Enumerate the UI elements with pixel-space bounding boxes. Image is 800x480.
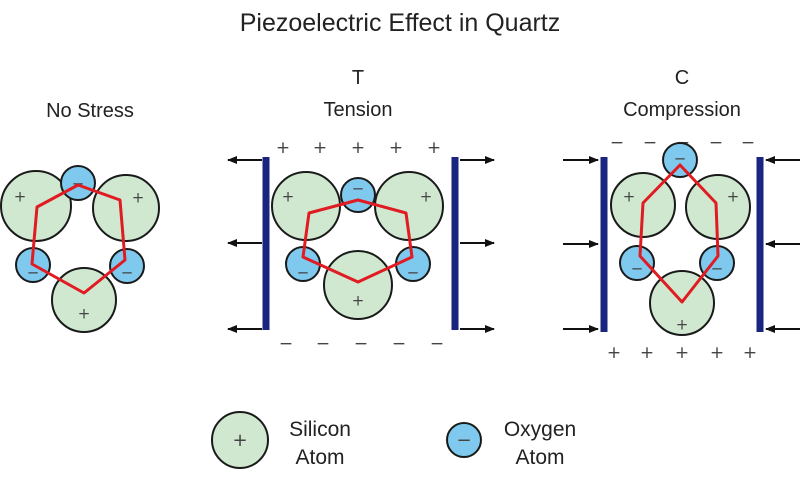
charge-minus-1: − <box>279 334 293 354</box>
silicon-atom-bottom <box>323 250 393 320</box>
silicon-atom-left-sign: + <box>14 187 27 205</box>
legend-oxygen-line2: Atom <box>515 446 564 469</box>
charge-plus-1: + <box>607 343 621 363</box>
compression-crystal: −−−−−++++++++−−− <box>563 133 800 363</box>
charge-plus-5: + <box>427 138 441 158</box>
charge-minus-2: − <box>316 334 330 354</box>
oxygen-atom-left-sign: − <box>297 263 310 281</box>
legend-silicon-line1: Silicon <box>289 418 351 441</box>
silicon-atom-bottom-sign: + <box>78 304 91 322</box>
electrode-plate-right <box>451 157 459 330</box>
bond-hexagon <box>301 198 414 284</box>
silicon-atom-bottom-sign: + <box>352 291 365 309</box>
oxygen-atom-right <box>109 248 145 284</box>
charge-plus-5: + <box>743 343 757 363</box>
legend-oxygen-sign: − <box>456 430 471 451</box>
bond-hexagon <box>638 163 720 304</box>
charge-minus-4: − <box>392 334 406 354</box>
charge-plus-2: + <box>640 343 654 363</box>
no-stress-label: No Stress <box>46 100 134 122</box>
oxygen-atom-left <box>619 245 655 281</box>
charge-plus-4: + <box>389 138 403 158</box>
compression-label: Compression <box>623 99 741 121</box>
charge-plus-4: + <box>710 343 724 363</box>
oxygen-atom-right-sign: − <box>121 263 134 281</box>
diagram-title: Piezoelectric Effect in Quartz <box>240 9 561 37</box>
charge-minus-5: − <box>430 334 444 354</box>
oxygen-atom-right-sign: − <box>407 263 420 281</box>
charge-plus-2: + <box>313 138 327 158</box>
silicon-atom-left-sign: + <box>623 187 636 205</box>
compression-letter: C <box>675 67 689 89</box>
charge-minus-2: − <box>643 133 657 153</box>
oxygen-atom-top <box>60 165 96 201</box>
silicon-atom-right-sign: + <box>727 187 740 205</box>
charge-minus-5: − <box>741 133 755 153</box>
oxygen-atom-top-sign: − <box>352 179 365 197</box>
silicon-atom-right-sign: + <box>420 187 433 205</box>
bond-hexagon <box>30 183 127 295</box>
silicon-atom-right-sign: + <box>132 188 145 206</box>
legend-oxygen-atom-icon: − <box>446 422 482 458</box>
charge-minus-1: − <box>610 133 624 153</box>
no-stress-crystal: +++−−− <box>0 165 160 333</box>
silicon-atom-left-sign: + <box>282 187 295 205</box>
electrode-plate-left <box>262 157 270 330</box>
tension-letter: T <box>352 67 364 89</box>
charge-plus-3: + <box>351 138 365 158</box>
oxygen-atom-top-sign: − <box>72 174 85 192</box>
electrode-plate-right <box>756 157 764 332</box>
legend-silicon-line2: Atom <box>295 446 344 469</box>
oxygen-atom-left-sign: − <box>631 259 644 277</box>
electrode-plate-left <box>600 157 608 332</box>
legend-silicon-atom-icon: + <box>211 411 269 469</box>
silicon-atom-bottom-sign: + <box>676 315 689 333</box>
legend-silicon-sign: + <box>232 430 247 451</box>
tension-label: Tension <box>324 99 393 121</box>
tension-crystal: + + + + + − − − − − + + + − − − <box>227 138 495 354</box>
charge-minus-4: − <box>709 133 723 153</box>
legend-oxygen-line1: Oxygen <box>504 418 576 441</box>
oxygen-atom-top-sign: − <box>674 149 687 167</box>
charge-plus-3: + <box>675 343 689 363</box>
charge-plus-1: + <box>276 138 290 158</box>
legend: + Silicon Atom − Oxygen Atom <box>211 411 576 469</box>
oxygen-atom-top <box>662 142 698 178</box>
charge-minus-3: − <box>354 334 368 354</box>
silicon-atom-right <box>92 174 160 242</box>
oxygen-atom-right-sign: − <box>711 259 724 277</box>
